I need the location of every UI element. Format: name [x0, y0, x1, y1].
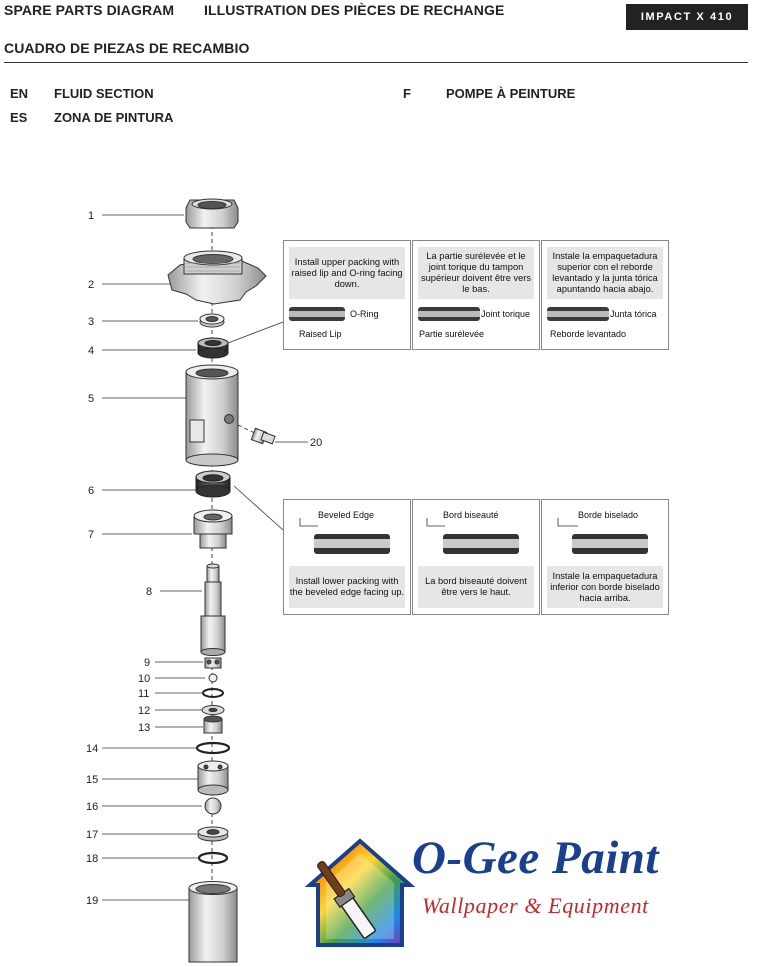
part-19-foot-housing — [188, 881, 238, 963]
part-number: 16 — [86, 801, 98, 813]
section-en-code: EN — [10, 86, 29, 101]
section-es-code: ES — [10, 110, 28, 125]
part-17-seat — [197, 826, 229, 842]
company-logo: O-Gee Paint Wallpaper & Equipment — [300, 832, 740, 960]
part-number: 8 — [146, 586, 152, 598]
part-3-seal — [199, 313, 225, 328]
section-es-label: ZONA DE PINTURA — [54, 110, 174, 125]
part-number: 14 — [86, 743, 98, 755]
part-number: 3 — [88, 316, 94, 328]
section-en-label: FLUID SECTION — [54, 86, 154, 101]
part-10-ball — [208, 673, 218, 683]
callout-instruction: Install upper packing with raised lip an… — [289, 247, 405, 299]
section-fr-label: POMPE À PEINTURE — [446, 86, 576, 101]
part-number: 20 — [310, 437, 322, 449]
title-en: SPARE PARTS DIAGRAM — [4, 2, 175, 18]
oring-label: O-Ring — [350, 309, 379, 319]
callout-instruction: Instale la empaquetadura superior con el… — [547, 247, 663, 299]
part-number: 12 — [138, 705, 150, 717]
part-18-oring — [197, 851, 229, 865]
beveled-edge-label: Borde biselado — [578, 510, 639, 520]
callout-instruction: Install lower packing with the beveled e… — [289, 566, 405, 608]
part-number: 2 — [88, 279, 94, 291]
part-number: 19 — [86, 895, 98, 907]
beveled-edge-label: Bord biseauté — [443, 510, 499, 520]
part-number: 13 — [138, 722, 150, 734]
raised-lip-label: Partie surélevée — [419, 329, 485, 339]
raised-lip-label: Raised Lip — [299, 329, 342, 339]
part-16-ball — [204, 797, 222, 815]
part-9-cage — [204, 657, 222, 669]
part-8-piston — [200, 563, 226, 656]
model-badge: IMPACT X 410 — [626, 4, 748, 30]
lower-packing-callout-en: Beveled Edge Install lower packing with … — [283, 499, 411, 615]
upper-packing-illustration — [547, 307, 609, 321]
lower-packing-illustration — [557, 518, 648, 554]
part-20-fitting — [250, 427, 276, 445]
part-number: 6 — [88, 485, 94, 497]
oring-label: Joint torique — [481, 309, 531, 319]
part-number: 18 — [86, 853, 98, 865]
upper-packing-callout-en: Install upper packing with raised lip an… — [283, 240, 411, 350]
part-number: 1 — [88, 210, 94, 222]
part-number: 15 — [86, 774, 98, 786]
part-7-adapter — [193, 509, 233, 549]
logo-name: O-Gee Paint — [412, 832, 659, 884]
upper-packing-illustration — [289, 307, 345, 321]
part-number: 4 — [88, 345, 94, 357]
lower-packing-illustration — [299, 518, 390, 554]
part-number: 5 — [88, 393, 94, 405]
part-2-star-nut — [167, 250, 267, 305]
part-11-oring — [202, 688, 224, 698]
part-4-upper-packing — [197, 337, 229, 359]
beveled-edge-label: Beveled Edge — [318, 510, 375, 520]
part-number: 17 — [86, 829, 98, 841]
part-number: 11 — [138, 688, 149, 700]
raised-lip-label: Reborde levantado — [550, 329, 627, 339]
callout-instruction: La bord biseauté doivent être vers le ha… — [418, 566, 534, 608]
title-es: CUADRO DE PIEZAS DE RECAMBIO — [4, 40, 250, 56]
part-1-nut — [185, 198, 239, 229]
part-15-valve-housing — [197, 760, 229, 796]
lower-packing-callout-es: Borde biselado Instale la empaquetadura … — [541, 499, 669, 615]
part-6-lower-packing — [195, 470, 231, 498]
part-5-pump-block — [185, 364, 239, 467]
logo-tagline: Wallpaper & Equipment — [422, 893, 649, 918]
callout-instruction: Instale la empaquetadura inferior con bo… — [547, 566, 663, 608]
upper-packing-illustration — [418, 307, 480, 321]
lower-packing-callout-fr: Bord biseauté La bord biseauté doivent ê… — [412, 499, 540, 615]
oring-label: Junta tórica — [610, 309, 657, 319]
title-fr: ILLUSTRATION DES PIÈCES DE RECHANGE — [204, 2, 505, 18]
section-fr-code: F — [403, 86, 411, 101]
callout-instruction: La partie surélevée et le joint torique … — [418, 247, 534, 299]
paint-house-icon — [304, 838, 416, 947]
part-number: 9 — [144, 657, 150, 669]
upper-packing-callout-es: Instale la empaquetadura superior con el… — [541, 240, 669, 350]
part-number: 7 — [88, 529, 94, 541]
upper-packing-callout-fr: La partie surélevée et le joint torique … — [412, 240, 540, 350]
header-divider — [4, 62, 748, 63]
part-14-oring — [195, 741, 231, 755]
part-12-washer — [201, 705, 225, 715]
lower-packing-illustration — [426, 518, 519, 554]
part-number: 10 — [138, 673, 150, 685]
part-13-seat — [203, 715, 223, 734]
